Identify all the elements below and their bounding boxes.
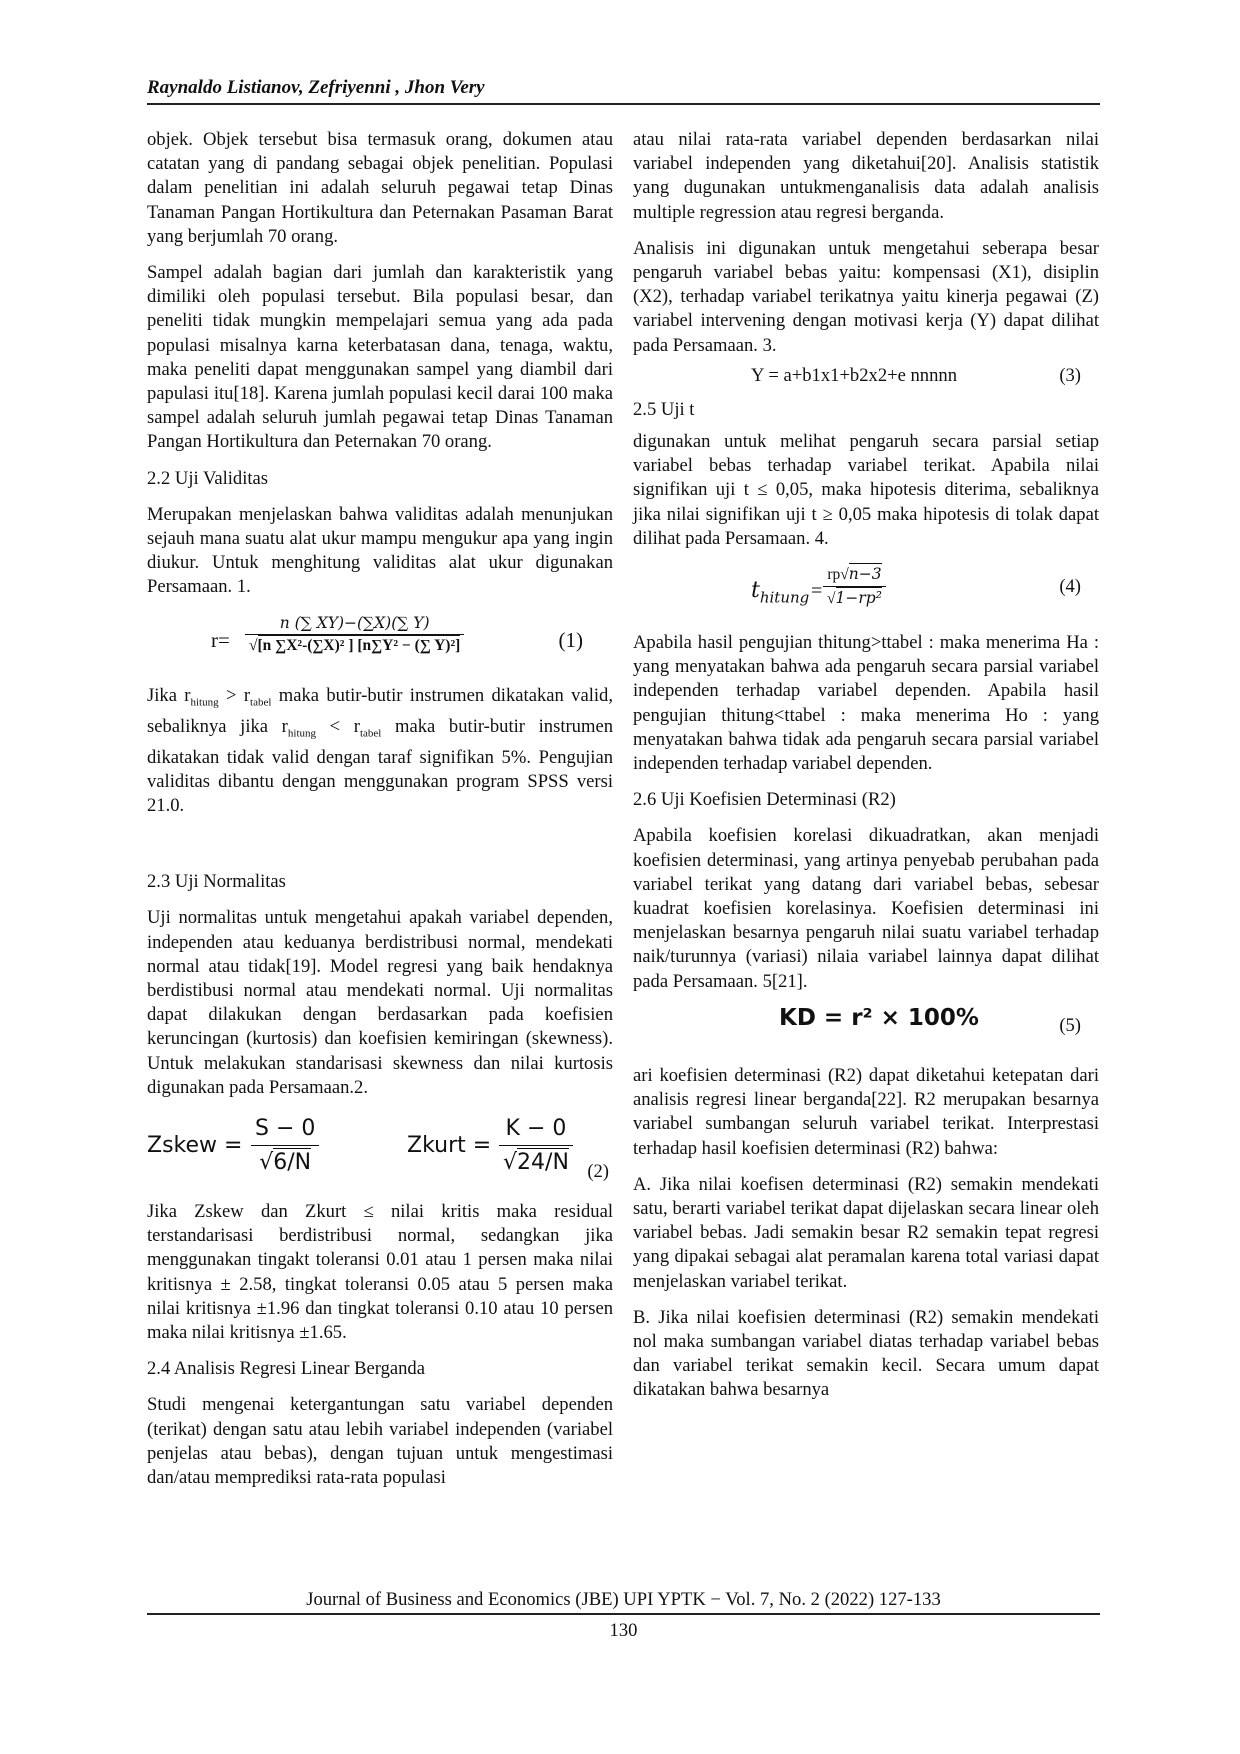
equation-denominator-root: 6/N (273, 1147, 312, 1175)
equation-number: (5) (1059, 1014, 1081, 1036)
equation-denominator: √[n ∑X²-(∑X)² ] [n∑Y² − (∑ Y)²] (249, 634, 461, 654)
paragraph: Uji normalitas untuk mengetahui apakah v… (147, 907, 613, 1098)
equation-denominator-root: [n ∑X²-(∑X)² ] [n∑Y² − (∑ Y)²] (257, 634, 461, 654)
section-heading-2-4: 2.4 Analisis Regresi Linear Berganda (147, 1358, 425, 1380)
right-column: atau nilai rata-rata variabel dependen b… (633, 128, 1099, 1415)
equation-numerator: rp√n−3 (823, 563, 886, 588)
denominator-root: 1−rp² (835, 587, 882, 608)
text-run: maka butir-butir instrumen dikatakan val… (147, 684, 613, 737)
rp-term: rp (827, 566, 841, 584)
paragraph: Studi mengenai ketergantungan satu varia… (147, 1394, 613, 1488)
paragraph: Apabila hasil pengujian thitung>ttabel :… (633, 632, 1099, 775)
paragraph: Jika rhitung > rtabel maka butir-butir i… (147, 684, 613, 818)
equation-numerator: K − 0 (505, 1115, 567, 1141)
running-header-authors: Raynaldo Listianov, Zefriyenni , Jhon Ve… (147, 77, 485, 98)
footer-journal: Journal of Business and Economics (JBE) … (306, 1589, 941, 1610)
paragraph: Jika Zskew dan Zkurt ≤ nilai kritis maka… (147, 1200, 613, 1343)
equation-fraction: K − 0 √24/N (499, 1112, 573, 1179)
t-symbol: t (751, 578, 760, 604)
subscript: tabel (250, 696, 272, 709)
paragraph: B. Jika nilai koefisien determinasi (R2)… (633, 1306, 1099, 1401)
subscript: tabel (359, 727, 382, 740)
paragraph: A. Jika nilai koefisen determinasi (R2) … (633, 1173, 1099, 1292)
equation-number: (2) (587, 1160, 609, 1182)
equation-lhs: Zkurt = (407, 1132, 492, 1158)
equation-number: (3) (1059, 364, 1081, 386)
paragraph: Sampel adalah bagian dari jumlah dan kar… (147, 262, 613, 453)
header-rule (147, 103, 1100, 105)
equation-denominator: √6/N (251, 1144, 320, 1179)
equation-denominator: √1−rp² (827, 587, 882, 608)
equals-sign: = (811, 580, 823, 603)
page-number: 130 (609, 1620, 638, 1641)
equation-lhs: thitung (751, 578, 810, 610)
equation-5: KD = r² × 100% (5) (633, 1006, 1099, 1046)
equation-lhs: r= (211, 627, 230, 652)
equation-numerator: S − 0 (255, 1115, 316, 1141)
equation-3: Y = a+b1x1+b2x2+e nnnnn (3) (633, 364, 1099, 392)
equation-body: KD = r² × 100% (779, 1004, 979, 1031)
subscript: hitung (190, 696, 219, 709)
equation-denominator-root: 24/N (517, 1147, 569, 1175)
equation-numerator: n (∑ XY)−(∑X)(∑ Y) (245, 612, 465, 635)
text-run: Jika r (147, 684, 191, 706)
equation-fraction: S − 0 √6/N (251, 1112, 320, 1179)
paragraph: ari koefisien determinasi (R2) dapat dik… (633, 1064, 1099, 1159)
equation-fraction: rp√n−3 √1−rp² (823, 563, 886, 610)
equation-lhs: Zskew = (147, 1132, 243, 1158)
subscript: hitung (287, 727, 317, 740)
section-heading-2-2: 2.2 Uji Validitas (147, 467, 269, 489)
section-heading-2-3: 2.3 Uji Normalitas (147, 871, 286, 893)
spacer (147, 830, 613, 870)
paragraph: Analisis ini digunakan untuk mengetahui … (633, 237, 1099, 356)
section-heading-2-5: 2.5 Uji t (633, 398, 695, 420)
subscript: hitung (759, 588, 810, 607)
equation-1: r= n (∑ XY)−(∑X)(∑ Y) √[n ∑X²-(∑X)² ] [n… (147, 612, 613, 672)
equation-number: (1) (558, 627, 584, 652)
equation-2: Zskew = S − 0 √6/N Zkurt = K − 0 √24/N (… (147, 1112, 613, 1188)
text-run: maka butir-butir instrumen dikatakan tid… (147, 715, 613, 816)
left-column: objek. Objek tersebut bisa termasuk oran… (147, 128, 613, 1502)
equation-4: thitung = rp√n−3 √1−rp² (4) (633, 563, 1099, 619)
paragraph: Apabila koefisien korelasi dikuadratkan,… (633, 825, 1099, 992)
equation-denominator: √24/N (499, 1144, 573, 1179)
text-run: < r (316, 715, 360, 737)
paragraph: objek. Objek tersebut bisa termasuk oran… (147, 129, 613, 247)
numerator-root: n−3 (848, 563, 882, 584)
paragraph: digunakan untuk melihat pengaruh secara … (633, 431, 1099, 549)
paragraph: atau nilai rata-rata variabel dependen b… (633, 129, 1099, 223)
equation-fraction: n (∑ XY)−(∑X)(∑ Y) √[n ∑X²-(∑X)² ] [n∑Y²… (245, 612, 465, 657)
equation-body: Y = a+b1x1+b2x2+e nnnnn (751, 364, 957, 386)
paragraph: Merupakan menjelaskan bahwa validitas ad… (147, 503, 613, 598)
section-heading-2-6: 2.6 Uji Koefisien Determinasi (R2) (633, 789, 896, 811)
equation-number: (4) (1059, 576, 1081, 598)
footer-rule (147, 1613, 1100, 1615)
text-run: > r (218, 684, 251, 706)
